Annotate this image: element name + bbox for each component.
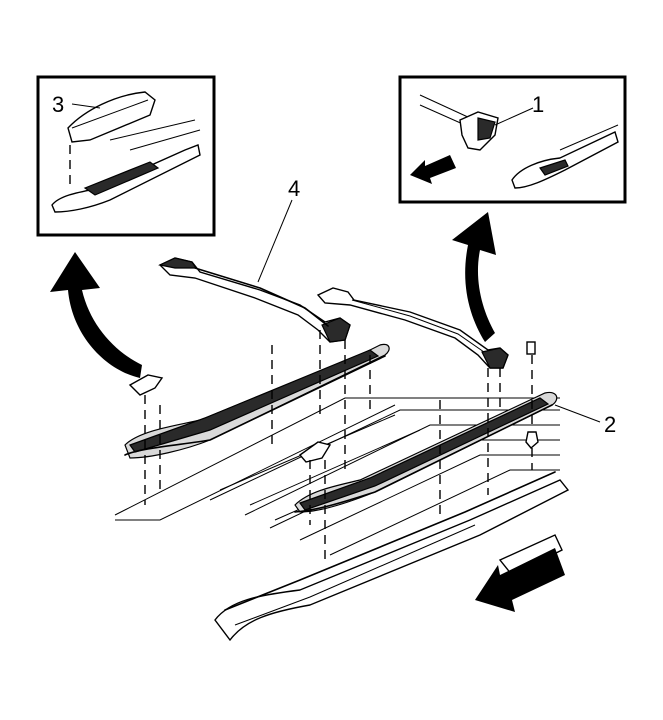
front-direction-arrow — [475, 534, 565, 612]
callout-1: 1 — [532, 92, 544, 117]
left-roof-rail — [124, 343, 390, 459]
front-direction-arrow-icon — [410, 155, 456, 184]
rail-end-caps — [128, 374, 332, 463]
front-direction-arrow-icon — [475, 548, 565, 612]
cross-bar-front — [158, 257, 351, 343]
bolt — [525, 341, 539, 449]
leader-lines — [71, 103, 601, 423]
curved-arrow-up-right-icon — [452, 212, 496, 342]
inset-detail-left — [36, 75, 216, 237]
alignment-lines — [144, 330, 533, 565]
callout-3: 3 — [52, 92, 64, 117]
body-side-rail — [214, 471, 570, 642]
callout-4: 4 — [288, 176, 300, 201]
inset-detail-right — [398, 75, 627, 204]
cross-bar-rear — [316, 287, 509, 369]
callout-2: 2 — [604, 412, 616, 437]
curved-arrow-up-left-icon — [50, 252, 142, 378]
right-roof-rail — [294, 391, 558, 513]
